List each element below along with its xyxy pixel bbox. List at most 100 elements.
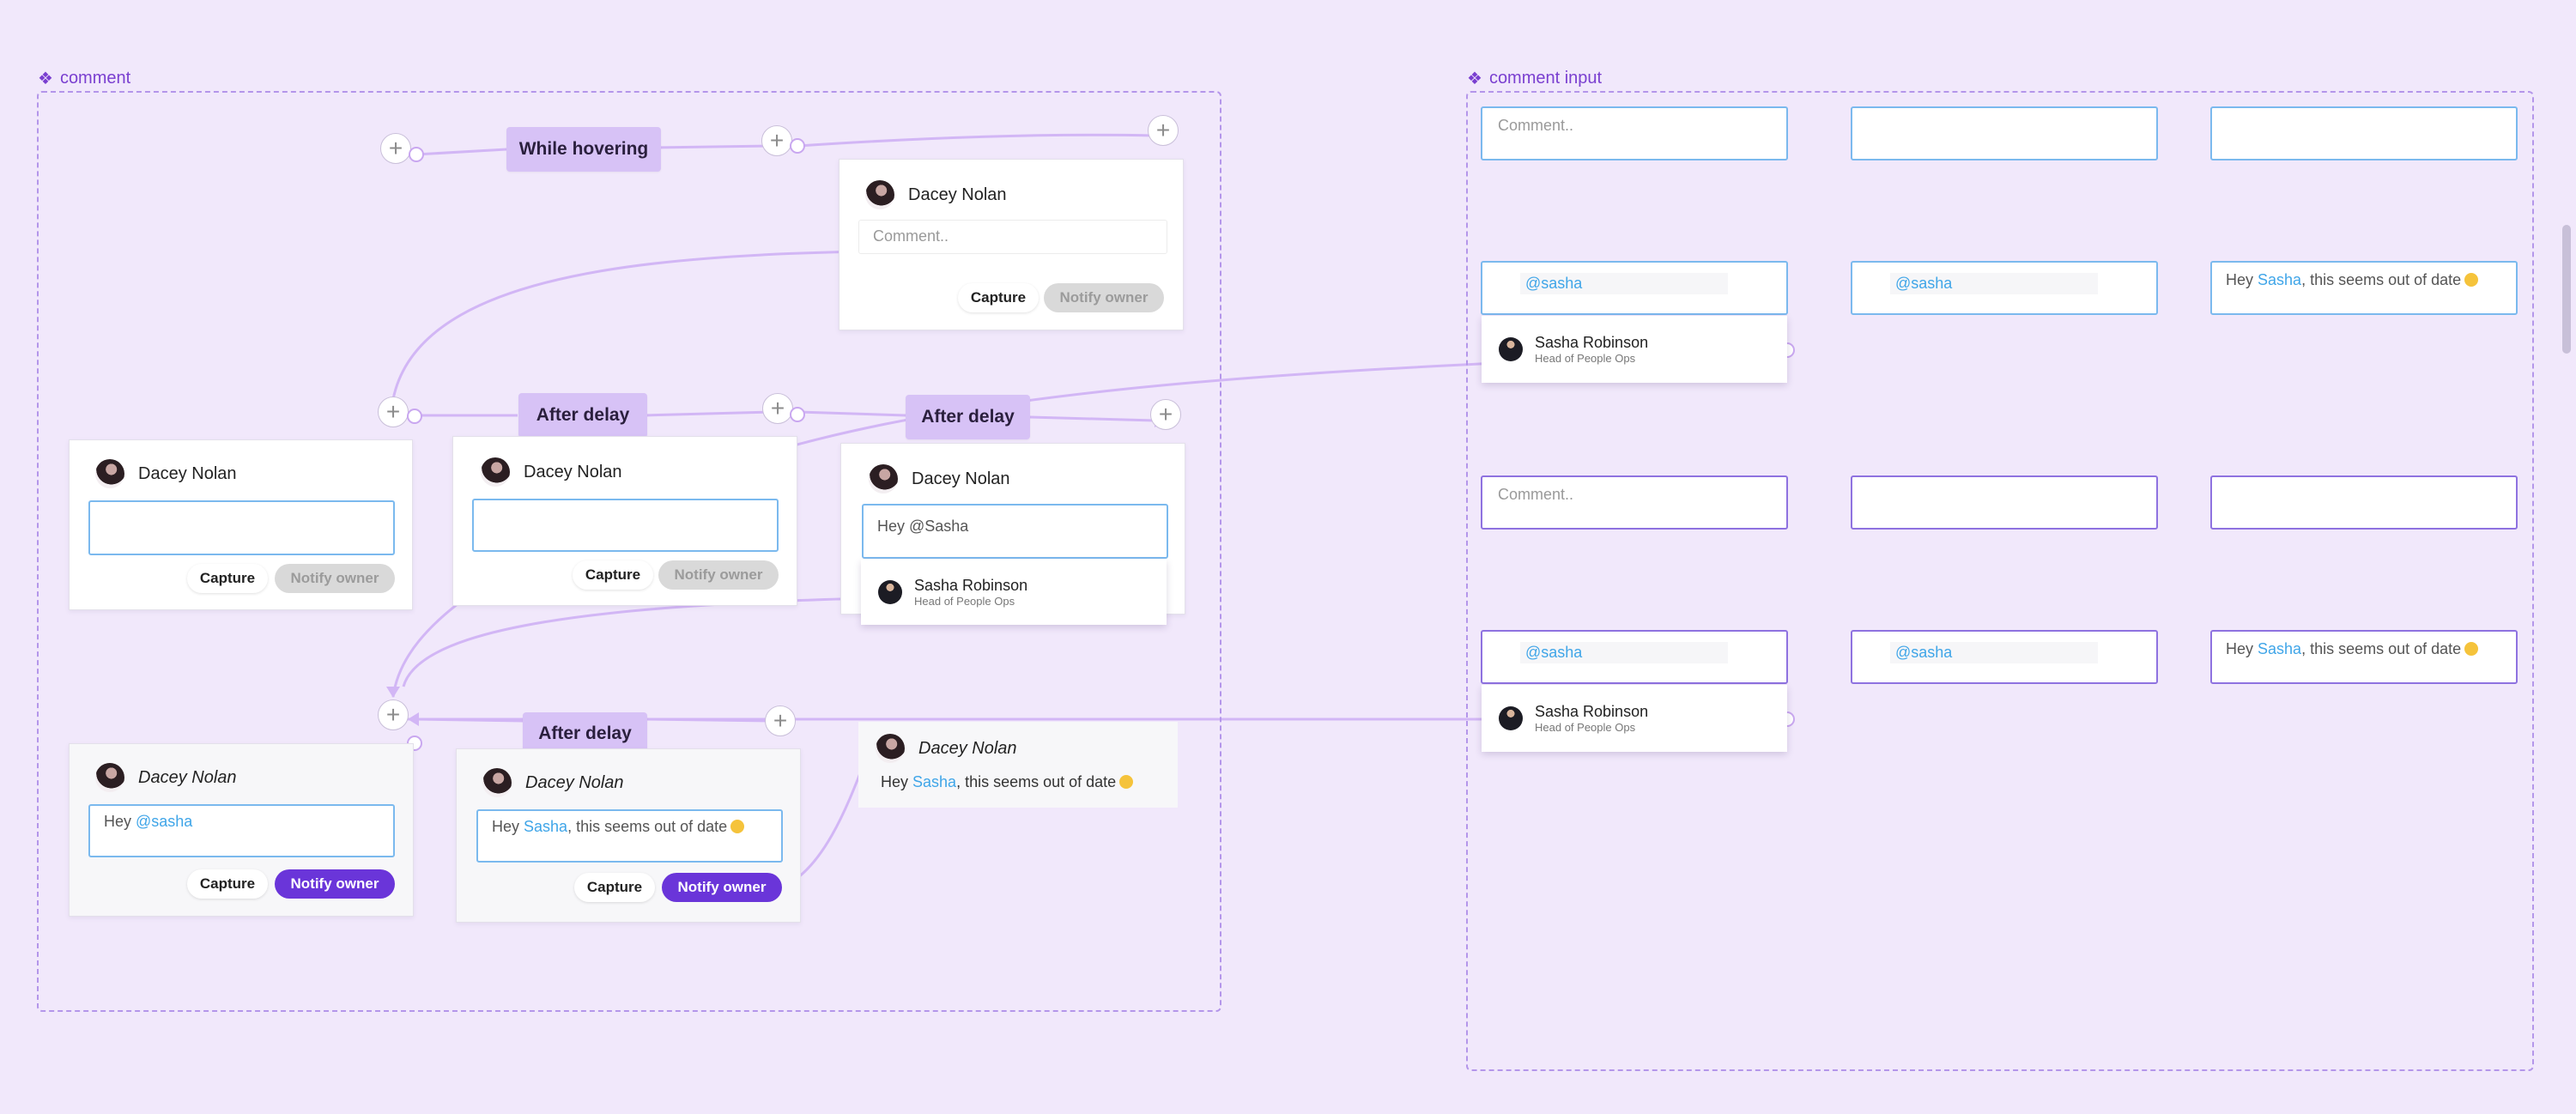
connection-dot[interactable] xyxy=(790,138,805,154)
comment-input[interactable]: Comment.. xyxy=(858,220,1167,254)
trigger-after-delay-2[interactable]: After delay xyxy=(906,395,1030,439)
input-variant-filled[interactable]: Hey Sasha, this seems out of date xyxy=(2210,261,2518,315)
capture-button[interactable]: Capture xyxy=(573,560,653,590)
mention-token: Sasha xyxy=(912,773,957,790)
notify-label: Notify owner xyxy=(290,570,379,586)
add-plus-icon[interactable]: + xyxy=(765,705,796,736)
vertical-scrollbar[interactable] xyxy=(2557,0,2576,1114)
capture-label: Capture xyxy=(970,289,1027,306)
avatar xyxy=(876,734,905,763)
avatar xyxy=(869,464,898,493)
comment-text: Hey xyxy=(2226,271,2258,288)
input-variant-mention[interactable]: @sasha xyxy=(1481,630,1788,684)
comment-text: Hey xyxy=(492,818,524,835)
input-variant-filled[interactable]: Hey Sasha, this seems out of date xyxy=(2210,630,2518,684)
avatar xyxy=(95,763,124,792)
notify-label: Notify owner xyxy=(677,879,767,895)
add-plus-icon[interactable]: + xyxy=(761,125,792,156)
add-plus-icon[interactable]: + xyxy=(1148,115,1179,146)
comment-input[interactable]: Hey @sasha xyxy=(88,804,395,857)
connection-dot[interactable] xyxy=(407,409,422,424)
trigger-after-delay-1[interactable]: After delay xyxy=(518,393,647,438)
input-variant-empty[interactable] xyxy=(1851,475,2158,530)
add-plus-icon[interactable]: + xyxy=(380,133,411,164)
notify-owner-button[interactable]: Notify owner xyxy=(658,560,779,590)
mention-dropdown[interactable]: Sasha Robinson Head of People Ops xyxy=(1482,685,1787,752)
card-header: Dacey Nolan xyxy=(482,768,624,797)
comment-card-full: Dacey Nolan Hey Sasha, this seems out of… xyxy=(456,748,801,923)
comment-text: , this seems out of date xyxy=(2301,271,2462,288)
capture-button[interactable]: Capture xyxy=(187,564,268,593)
add-plus-icon[interactable]: + xyxy=(378,699,409,730)
trigger-label: After delay xyxy=(536,405,630,425)
frame-label-comment-input[interactable]: ❖ comment input xyxy=(1467,69,1602,88)
user-name: Dacey Nolan xyxy=(525,772,624,792)
mention-dropdown[interactable]: Sasha Robinson Head of People Ops xyxy=(1482,316,1787,383)
input-variant-mention[interactable]: @sasha xyxy=(1481,261,1788,315)
input-variant-mention[interactable]: @sasha xyxy=(1851,630,2158,684)
comment-text: Hey xyxy=(881,773,913,790)
input-variant-placeholder[interactable]: Comment.. xyxy=(1481,106,1788,160)
mention-token: @sasha xyxy=(136,813,193,830)
add-plus-icon[interactable]: + xyxy=(378,397,409,427)
capture-label: Capture xyxy=(199,570,256,586)
capture-button[interactable]: Capture xyxy=(958,283,1039,312)
notify-owner-button[interactable]: Notify owner xyxy=(275,869,395,899)
component-diamond-icon: ❖ xyxy=(38,69,53,88)
mention-name: Sasha Robinson xyxy=(1535,334,1649,351)
scrollbar-thumb[interactable] xyxy=(2562,225,2571,354)
capture-button[interactable]: Capture xyxy=(187,869,268,899)
comment-placeholder: Comment.. xyxy=(1498,486,1574,503)
mention-name: Sasha Robinson xyxy=(914,577,1028,594)
mention-option[interactable]: Sasha Robinson Head of People Ops xyxy=(1535,334,1648,365)
frame-label-comment[interactable]: ❖ comment xyxy=(38,69,130,88)
notify-owner-button[interactable]: Notify owner xyxy=(1044,283,1164,312)
capture-label: Capture xyxy=(586,879,643,895)
notify-label: Notify owner xyxy=(1059,289,1149,306)
comment-input[interactable] xyxy=(88,500,395,555)
trigger-while-hovering[interactable]: While hovering xyxy=(506,127,661,172)
avatar xyxy=(95,459,124,488)
notify-label: Notify owner xyxy=(290,875,379,892)
add-plus-icon[interactable]: + xyxy=(762,393,793,424)
smile-emoji-icon xyxy=(2464,642,2479,656)
comment-input[interactable]: Hey @Sasha xyxy=(862,504,1168,559)
card-header: Dacey Nolan xyxy=(869,464,1010,493)
mention-role: Head of People Ops xyxy=(1535,721,1636,734)
mention-token: Sasha xyxy=(2258,640,2302,657)
connection-dot[interactable] xyxy=(790,407,805,422)
input-variant-empty[interactable] xyxy=(1851,106,2158,160)
mention-token: @sasha xyxy=(1520,273,1728,294)
mention-option[interactable]: Sasha Robinson Head of People Ops xyxy=(1535,703,1648,734)
input-variant-empty[interactable] xyxy=(2210,475,2518,530)
smile-emoji-icon xyxy=(2464,273,2479,287)
input-variant-placeholder[interactable]: Comment.. xyxy=(1481,475,1788,530)
add-plus-icon[interactable]: + xyxy=(1150,399,1181,430)
comment-text: , this seems out of date xyxy=(956,773,1117,790)
capture-button[interactable]: Capture xyxy=(574,873,655,902)
smile-emoji-icon xyxy=(730,820,745,833)
comment-placeholder: Comment.. xyxy=(1498,117,1574,134)
notify-owner-button[interactable]: Notify owner xyxy=(662,873,782,902)
trigger-after-delay-3[interactable]: After delay xyxy=(523,712,647,755)
comment-input[interactable]: Hey Sasha, this seems out of date xyxy=(476,809,783,863)
card-header: Dacey Nolan xyxy=(95,459,237,488)
comment-text: , this seems out of date xyxy=(2301,640,2462,657)
user-name: Dacey Nolan xyxy=(912,469,1010,488)
notify-owner-button[interactable]: Notify owner xyxy=(275,564,395,593)
user-name: Dacey Nolan xyxy=(138,767,237,787)
mention-dropdown[interactable]: Sasha Robinson Head of People Ops xyxy=(861,560,1167,625)
frame-title: comment input xyxy=(1488,69,1603,88)
comment-card-empty-1: Dacey Nolan Capture Notify owner xyxy=(69,439,413,610)
smile-emoji-icon xyxy=(1119,775,1134,789)
input-variant-mention[interactable]: @sasha xyxy=(1851,261,2158,315)
mention-option[interactable]: Sasha Robinson Head of People Ops xyxy=(914,577,1027,608)
mention-role: Head of People Ops xyxy=(1535,352,1636,365)
mention-token: @sasha xyxy=(1890,273,2098,294)
connection-dot[interactable] xyxy=(409,147,424,162)
avatar xyxy=(1499,337,1523,361)
input-variant-empty[interactable] xyxy=(2210,106,2518,160)
avatar xyxy=(865,180,894,209)
avatar xyxy=(482,768,512,797)
comment-input[interactable] xyxy=(472,499,779,552)
